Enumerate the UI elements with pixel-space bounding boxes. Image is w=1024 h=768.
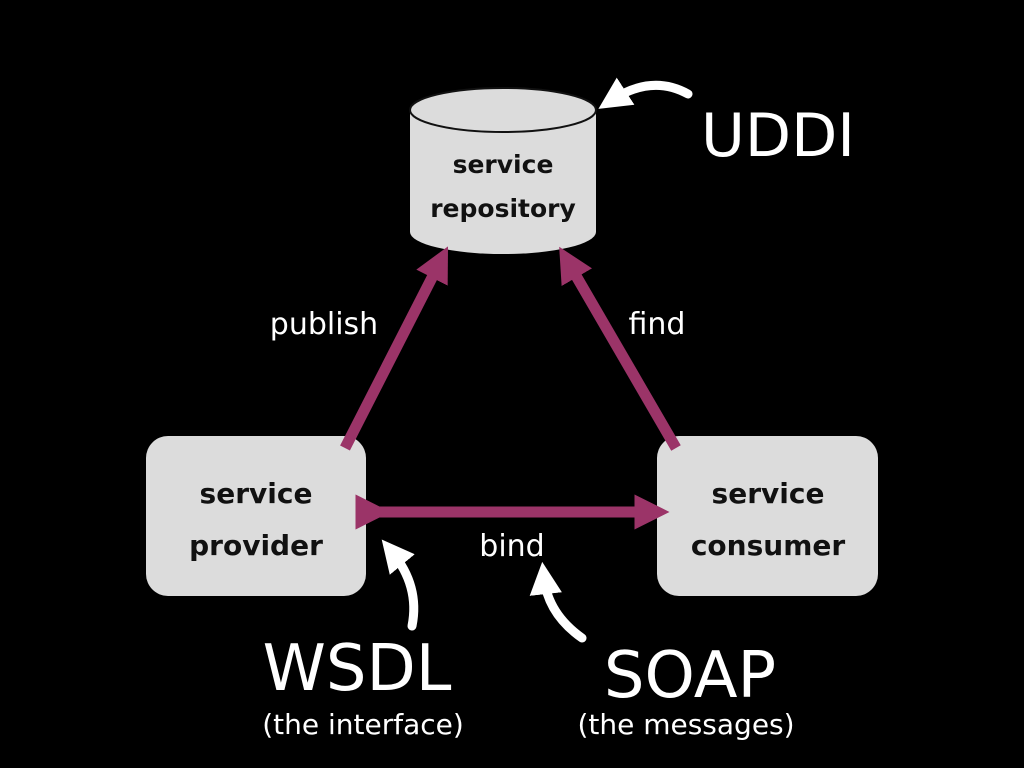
- provider-box: [146, 436, 366, 596]
- service-repository-node: service repository: [409, 87, 597, 254]
- find-label: find: [629, 307, 686, 342]
- curved-arrow-icon: [598, 77, 693, 109]
- service-provider-node: service provider: [146, 436, 366, 596]
- consumer-box: [657, 436, 878, 596]
- soap-subtitle: (the messages): [577, 708, 794, 741]
- consumer-label-line2: consumer: [691, 529, 846, 562]
- wsdl-subtitle: (the interface): [262, 708, 464, 741]
- publish-label: publish: [270, 307, 378, 342]
- uddi-title: UDDI: [701, 101, 855, 171]
- provider-label-line2: provider: [189, 529, 323, 562]
- cylinder-body: [410, 110, 596, 254]
- curved-arrow-icon: [381, 539, 419, 631]
- consumer-label-line1: service: [712, 477, 825, 510]
- wsdl-title: WSDL: [263, 632, 452, 706]
- repository-label-line2: repository: [430, 194, 576, 223]
- publish-arrow: [340, 246, 449, 451]
- find-arrow: [559, 246, 681, 451]
- bind-label: bind: [479, 529, 544, 564]
- cylinder-top: [409, 87, 597, 133]
- provider-label-line1: service: [200, 477, 313, 510]
- service-consumer-node: service consumer: [657, 436, 878, 596]
- soap-title: SOAP: [604, 639, 776, 713]
- curved-arrow-icon: [529, 561, 587, 643]
- repository-label-line1: service: [453, 150, 554, 179]
